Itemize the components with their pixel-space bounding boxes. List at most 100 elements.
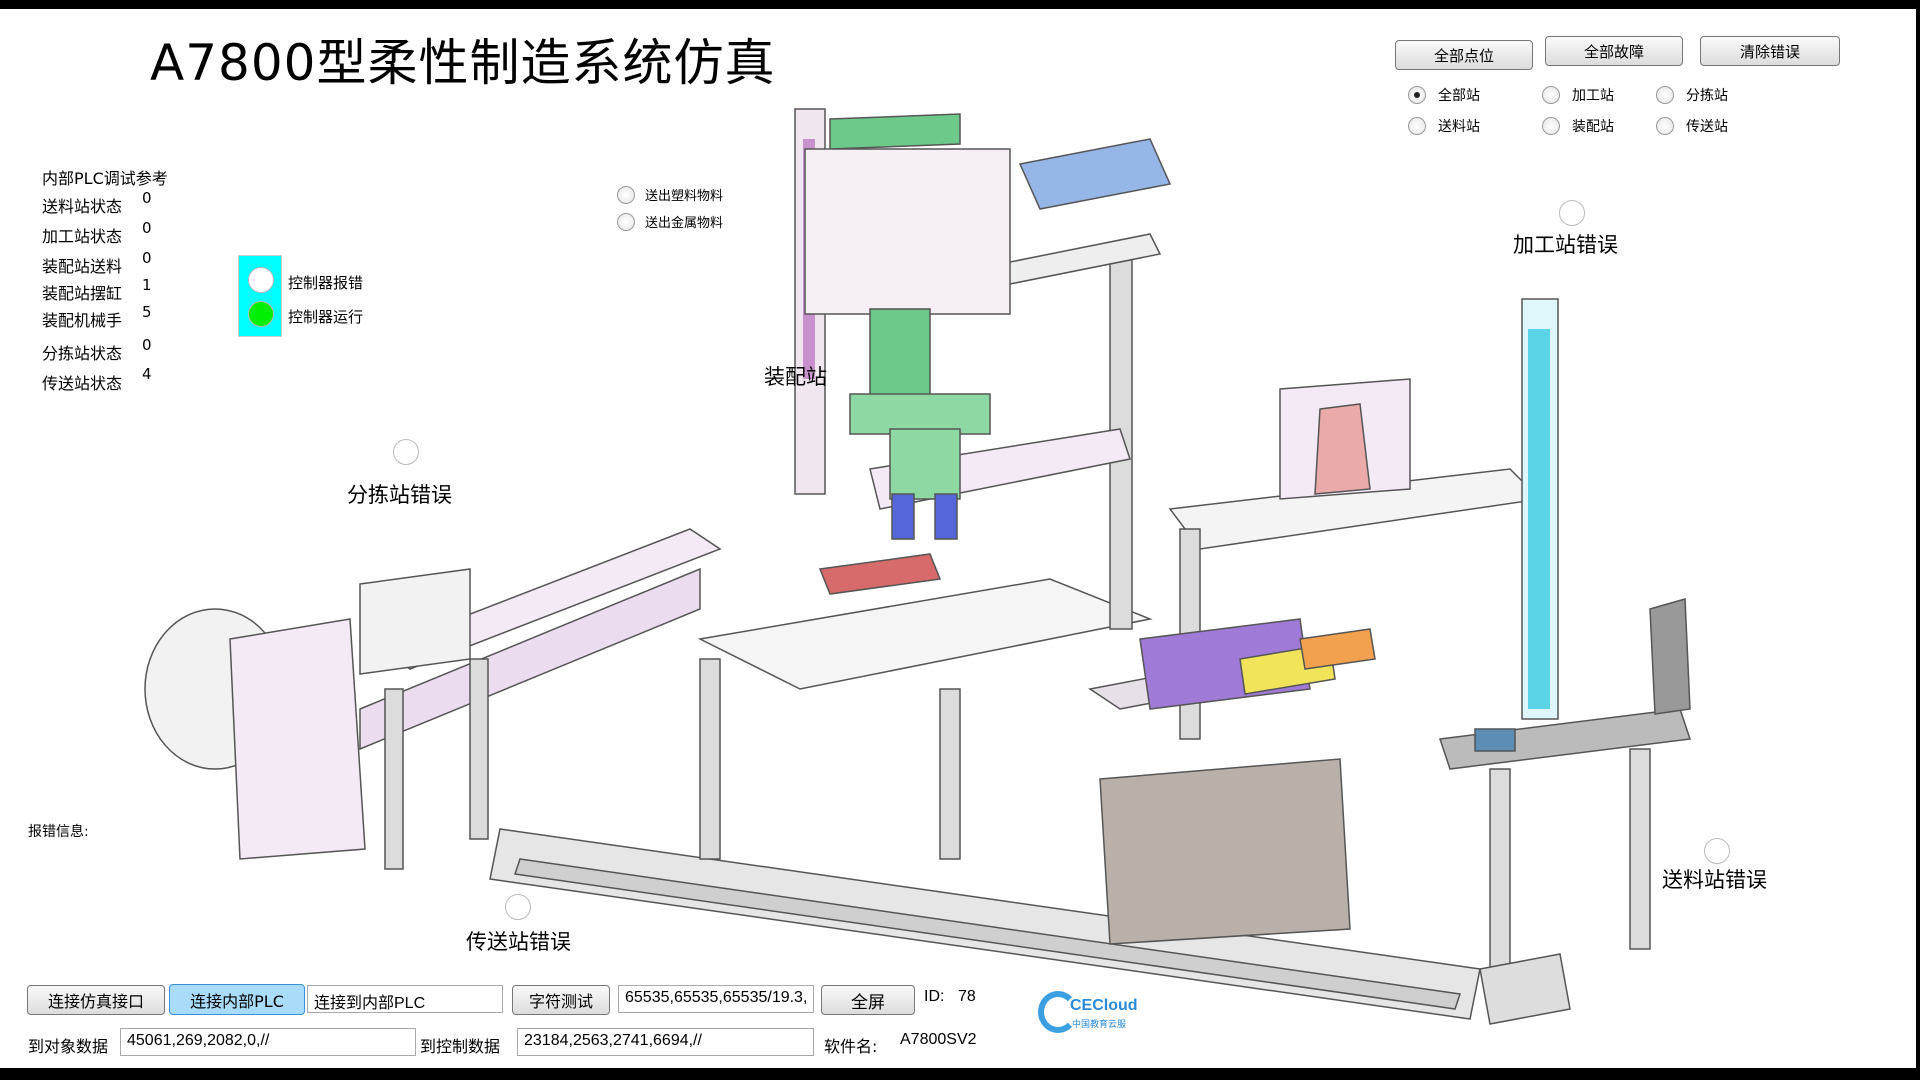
radio-assembly-station[interactable]: 装配站 bbox=[1542, 116, 1614, 136]
char-test-button[interactable]: 字符测试 bbox=[512, 985, 610, 1015]
clear-errors-button[interactable]: 清除错误 bbox=[1700, 36, 1840, 66]
char-test-field[interactable]: 65535,65535,65535/19.3, bbox=[618, 985, 814, 1013]
logo-c-icon bbox=[1038, 991, 1078, 1033]
radio-label: 加工站 bbox=[1572, 88, 1614, 104]
gripper bbox=[891, 493, 915, 540]
plc-panel-heading: 内部PLC调试参考 bbox=[42, 169, 168, 188]
machine-3d-view bbox=[144, 108, 1692, 1025]
transfer-error-indicator[interactable] bbox=[505, 894, 531, 920]
plc-row-label: 送料站状态 bbox=[42, 197, 123, 216]
feeding-bracket bbox=[1649, 598, 1691, 715]
simulation-window: A7800型柔性制造系统仿真 全部点位 全部故障 清除错误 全部站 加工站 分拣… bbox=[0, 9, 1916, 1068]
radio-label: 送料站 bbox=[1438, 119, 1480, 135]
assembly-cylinder bbox=[804, 148, 1011, 315]
error-info-label: 报错信息: bbox=[28, 824, 89, 840]
plc-row-label: 加工站状态 bbox=[42, 227, 123, 246]
plc-row-label: 传送站状态 bbox=[42, 374, 123, 393]
radio-label: 传送站 bbox=[1686, 119, 1728, 135]
software-name-value: A7800SV2 bbox=[900, 1031, 977, 1048]
controller-error-label: 控制器报错 bbox=[288, 274, 364, 292]
fullscreen-button[interactable]: 全屏 bbox=[821, 985, 915, 1015]
plc-row-label: 装配机械手 bbox=[42, 311, 123, 330]
plc-row-value: 0 bbox=[142, 336, 152, 354]
to-object-data-field[interactable]: 45061,269,2082,0,// bbox=[120, 1028, 416, 1056]
id-value: 78 bbox=[958, 988, 976, 1005]
radio-label: 装配站 bbox=[1572, 119, 1614, 135]
connect-sim-button[interactable]: 连接仿真接口 bbox=[27, 985, 165, 1015]
processing-error-label: 加工站错误 bbox=[1513, 233, 1618, 257]
radio-all-stations[interactable]: 全部站 bbox=[1408, 85, 1480, 105]
processing-red-part bbox=[1314, 403, 1371, 495]
assembly-leg bbox=[699, 658, 721, 860]
sorting-error-indicator[interactable] bbox=[393, 439, 419, 465]
radio-circle[interactable] bbox=[1408, 117, 1426, 135]
plc-row-label: 装配站摆缸 bbox=[42, 284, 123, 303]
radio-circle[interactable] bbox=[1656, 117, 1674, 135]
page-title: A7800型柔性制造系统仿真 bbox=[150, 34, 776, 92]
feeding-leg bbox=[1489, 768, 1511, 970]
radio-processing-station[interactable]: 加工站 bbox=[1542, 85, 1614, 105]
feeding-base bbox=[1438, 708, 1692, 770]
assembly-table bbox=[697, 578, 1153, 690]
radio-circle[interactable] bbox=[617, 185, 635, 204]
radio-label: 送出金属物料 bbox=[645, 216, 724, 231]
radio-transfer-station[interactable]: 传送站 bbox=[1656, 116, 1728, 136]
feeding-tube-core bbox=[1528, 329, 1550, 709]
indicator-panel bbox=[238, 255, 282, 337]
connection-status-field[interactable]: 连接到内部PLC bbox=[307, 985, 503, 1013]
sorting-leg bbox=[384, 688, 404, 870]
sorting-leg bbox=[469, 658, 489, 840]
radio-circle[interactable] bbox=[1542, 86, 1560, 104]
to-control-data-field[interactable]: 23184,2563,2741,6694,// bbox=[517, 1028, 814, 1056]
processing-press bbox=[1099, 758, 1351, 945]
cecloud-logo: CECloud 中国教育云服 bbox=[1038, 989, 1148, 1037]
all-faults-button[interactable]: 全部故障 bbox=[1545, 36, 1683, 66]
transfer-error-label: 传送站错误 bbox=[466, 930, 571, 954]
radio-sorting-station[interactable]: 分拣站 bbox=[1656, 85, 1728, 105]
to-object-data-label: 到对象数据 bbox=[28, 1037, 109, 1056]
radio-label: 送出塑料物料 bbox=[645, 189, 724, 204]
processing-error-indicator[interactable] bbox=[1559, 200, 1585, 226]
feeding-leg bbox=[1629, 748, 1651, 950]
sorting-error-label: 分拣站错误 bbox=[347, 483, 452, 507]
to-control-data-label: 到控制数据 bbox=[420, 1037, 501, 1056]
radio-circle[interactable] bbox=[1408, 86, 1426, 104]
plc-row-value: 5 bbox=[142, 303, 152, 321]
plc-row-value: 1 bbox=[142, 276, 152, 294]
blue-cylinder bbox=[1018, 138, 1172, 210]
assembly-green-plate bbox=[849, 393, 991, 435]
base-rail bbox=[514, 858, 1461, 1010]
controller-error-light bbox=[248, 267, 274, 293]
assembly-green-body bbox=[869, 308, 931, 400]
radio-circle[interactable] bbox=[617, 212, 635, 231]
feeding-error-indicator[interactable] bbox=[1704, 838, 1730, 864]
plc-row-value: 0 bbox=[142, 219, 152, 237]
feeding-error-label: 送料站错误 bbox=[1662, 868, 1767, 892]
radio-circle[interactable] bbox=[1542, 117, 1560, 135]
radio-send-plastic[interactable]: 送出塑料物料 bbox=[617, 185, 723, 204]
assembly-green-arm bbox=[889, 428, 961, 500]
radio-feeding-station[interactable]: 送料站 bbox=[1408, 116, 1480, 136]
assembly-top-plate bbox=[998, 233, 1162, 285]
assembly-red-tray bbox=[818, 553, 942, 595]
radio-send-metal[interactable]: 送出金属物料 bbox=[617, 212, 723, 231]
plc-row-value: 0 bbox=[142, 249, 152, 267]
transfer-carriage bbox=[1479, 953, 1571, 1025]
controller-run-light bbox=[248, 301, 274, 327]
logo-text: CECloud bbox=[1070, 997, 1138, 1014]
feeding-blue-part bbox=[1474, 728, 1516, 752]
all-points-button[interactable]: 全部点位 bbox=[1395, 40, 1533, 70]
motor-box bbox=[229, 618, 366, 860]
controller-run-label: 控制器运行 bbox=[288, 308, 364, 326]
radio-circle[interactable] bbox=[1656, 86, 1674, 104]
plc-row-value: 4 bbox=[142, 365, 152, 383]
id-label: ID: bbox=[924, 988, 945, 1005]
orange-block bbox=[1299, 628, 1376, 670]
sorting-station-frame bbox=[359, 567, 701, 751]
assembly-green-top bbox=[829, 113, 961, 150]
radio-label: 分拣站 bbox=[1686, 88, 1728, 104]
connect-plc-button[interactable]: 连接内部PLC bbox=[169, 984, 305, 1015]
plc-row-label: 分拣站状态 bbox=[42, 344, 123, 363]
sorting-block bbox=[359, 568, 471, 675]
assembly-leg bbox=[939, 688, 961, 860]
